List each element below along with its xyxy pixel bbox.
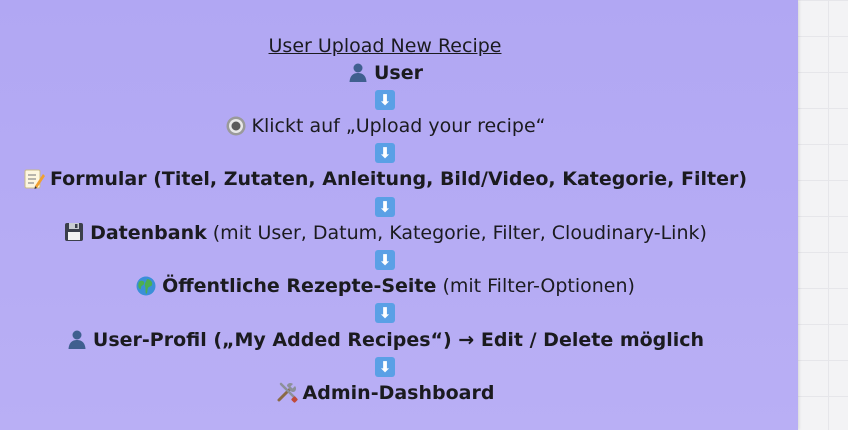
down-arrow-icon: ⬇ bbox=[375, 143, 395, 164]
sticky-note[interactable]: User Upload New Recipe User ⬇ Klickt auf… bbox=[0, 0, 798, 430]
flow-step-user: User bbox=[0, 60, 770, 87]
step-label: Öffentliche Rezepte-Seite bbox=[162, 275, 437, 298]
diagram-title: User Upload New Recipe bbox=[268, 35, 502, 57]
step-label: User-Profil („My Added Recipes“) → Edit … bbox=[92, 328, 705, 351]
globe-icon bbox=[135, 275, 157, 297]
floppy-disk-icon bbox=[63, 221, 85, 243]
flow-step-click-upload: Klickt auf „Upload your recipe“ bbox=[0, 113, 770, 140]
user-icon bbox=[347, 61, 369, 83]
radio-button-icon bbox=[225, 115, 247, 137]
flow-step-database: Datenbank (mit User, Datum, Kategorie, F… bbox=[0, 220, 770, 247]
down-arrow-icon: ⬇ bbox=[375, 196, 395, 217]
user-icon bbox=[66, 328, 88, 350]
step-detail: (mit Filter-Optionen) bbox=[436, 275, 635, 298]
step-detail: Klickt auf „Upload your recipe“ bbox=[251, 115, 546, 138]
flow-step-user-profile: User-Profil („My Added Recipes“) → Edit … bbox=[0, 327, 770, 354]
flow-arrow: ⬇ bbox=[0, 193, 770, 220]
tools-icon bbox=[276, 381, 298, 404]
flow-step-form: Formular (Titel, Zutaten, Anleitung, Bil… bbox=[0, 166, 770, 193]
step-label: User bbox=[374, 61, 423, 84]
down-arrow-icon: ⬇ bbox=[375, 356, 395, 377]
flow-arrow: ⬇ bbox=[0, 247, 770, 274]
down-arrow-icon: ⬇ bbox=[375, 303, 395, 324]
flow-arrow: ⬇ bbox=[0, 300, 770, 327]
step-label: Datenbank bbox=[90, 221, 207, 244]
flow-arrow: ⬇ bbox=[0, 140, 770, 167]
flow-arrow: ⬇ bbox=[0, 86, 770, 113]
memo-icon bbox=[23, 168, 45, 190]
flow-arrow: ⬇ bbox=[0, 353, 770, 380]
diagram-title-line: User Upload New Recipe bbox=[0, 33, 770, 60]
flow-step-public-page: Öffentliche Rezepte-Seite (mit Filter-Op… bbox=[0, 273, 770, 300]
step-label: Admin-Dashboard bbox=[302, 381, 495, 404]
flow-diagram: User Upload New Recipe User ⬇ Klickt auf… bbox=[0, 33, 770, 407]
step-label: Formular (Titel, Zutaten, Anleitung, Bil… bbox=[49, 168, 748, 191]
step-detail: (mit User, Datum, Kategorie, Filter, Clo… bbox=[206, 221, 707, 244]
down-arrow-icon: ⬇ bbox=[375, 89, 395, 110]
flow-step-admin-dashboard: Admin-Dashboard bbox=[0, 380, 770, 407]
down-arrow-icon: ⬇ bbox=[375, 250, 395, 270]
